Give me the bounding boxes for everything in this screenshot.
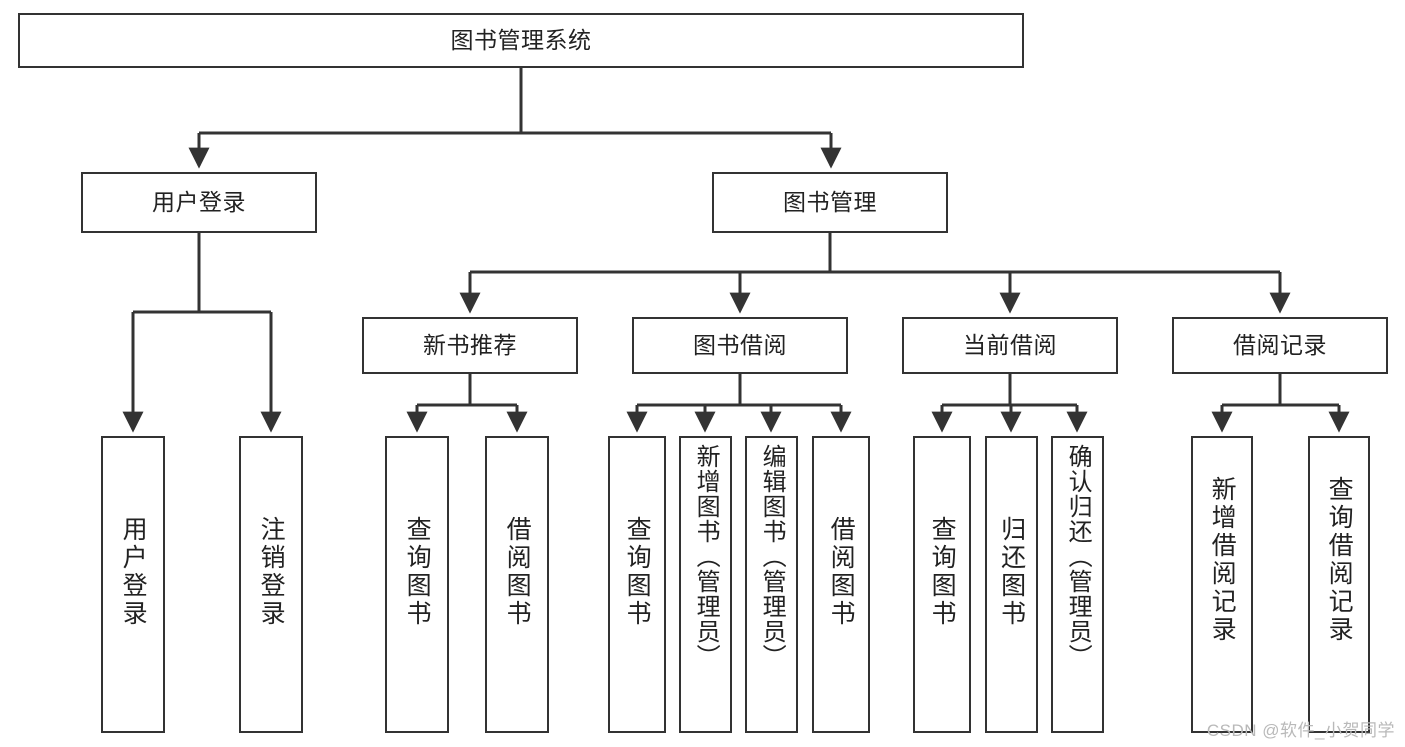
node-current-borrow-label: 当前借阅 <box>963 332 1057 359</box>
node-leaf-query-book-current[interactable]: 查询图书 <box>913 436 971 733</box>
node-leaf-logout-login[interactable]: 注销登录 <box>239 436 303 733</box>
node-new-book-recommend[interactable]: 新书推荐 <box>362 317 578 374</box>
node-leaf-borrow-book-rec-label: 借阅图书 <box>503 516 532 628</box>
node-leaf-confirm-return-admin-label: 确认归还（管理员） <box>1064 444 1092 669</box>
node-leaf-add-book-admin[interactable]: 新增图书（管理员） <box>679 436 732 733</box>
node-book-borrow[interactable]: 图书借阅 <box>632 317 848 374</box>
node-leaf-borrow-book-rec[interactable]: 借阅图书 <box>485 436 549 733</box>
node-leaf-query-book-current-label: 查询图书 <box>928 516 957 628</box>
node-leaf-borrow-book-label: 借阅图书 <box>827 516 856 628</box>
node-leaf-query-book-borrow[interactable]: 查询图书 <box>608 436 666 733</box>
node-leaf-query-book-rec-label: 查询图书 <box>403 516 432 628</box>
node-leaf-confirm-return-admin[interactable]: 确认归还（管理员） <box>1051 436 1104 733</box>
node-leaf-query-book-rec[interactable]: 查询图书 <box>385 436 449 733</box>
node-leaf-return-book-label: 归还图书 <box>997 516 1026 628</box>
node-current-borrow[interactable]: 当前借阅 <box>902 317 1118 374</box>
node-borrow-records-label: 借阅记录 <box>1233 332 1327 359</box>
node-leaf-edit-book-admin[interactable]: 编辑图书（管理员） <box>745 436 798 733</box>
node-borrow-records[interactable]: 借阅记录 <box>1172 317 1388 374</box>
node-leaf-query-book-borrow-label: 查询图书 <box>623 516 652 628</box>
node-leaf-user-login[interactable]: 用户登录 <box>101 436 165 733</box>
node-leaf-query-borrow-record[interactable]: 查询借阅记录 <box>1308 436 1370 733</box>
node-leaf-add-borrow-record[interactable]: 新增借阅记录 <box>1191 436 1253 733</box>
node-leaf-borrow-book[interactable]: 借阅图书 <box>812 436 870 733</box>
node-book-borrow-label: 图书借阅 <box>693 332 787 359</box>
node-book-management[interactable]: 图书管理 <box>712 172 948 233</box>
node-book-management-label: 图书管理 <box>783 189 877 216</box>
node-root[interactable]: 图书管理系统 <box>18 13 1024 68</box>
node-leaf-user-login-label: 用户登录 <box>119 516 148 628</box>
csdn-watermark: CSDN @软件_小贺同学 <box>1206 721 1395 740</box>
node-user-login-label: 用户登录 <box>152 189 246 216</box>
node-user-login[interactable]: 用户登录 <box>81 172 317 233</box>
node-new-book-recommend-label: 新书推荐 <box>423 332 517 359</box>
node-root-label: 图书管理系统 <box>450 27 592 54</box>
node-leaf-logout-login-label: 注销登录 <box>257 516 286 628</box>
node-leaf-query-borrow-record-label: 查询借阅记录 <box>1325 476 1354 644</box>
node-leaf-edit-book-admin-label: 编辑图书（管理员） <box>758 444 786 669</box>
node-leaf-return-book[interactable]: 归还图书 <box>985 436 1038 733</box>
node-leaf-add-book-admin-label: 新增图书（管理员） <box>692 444 720 669</box>
node-leaf-add-borrow-record-label: 新增借阅记录 <box>1208 476 1237 644</box>
